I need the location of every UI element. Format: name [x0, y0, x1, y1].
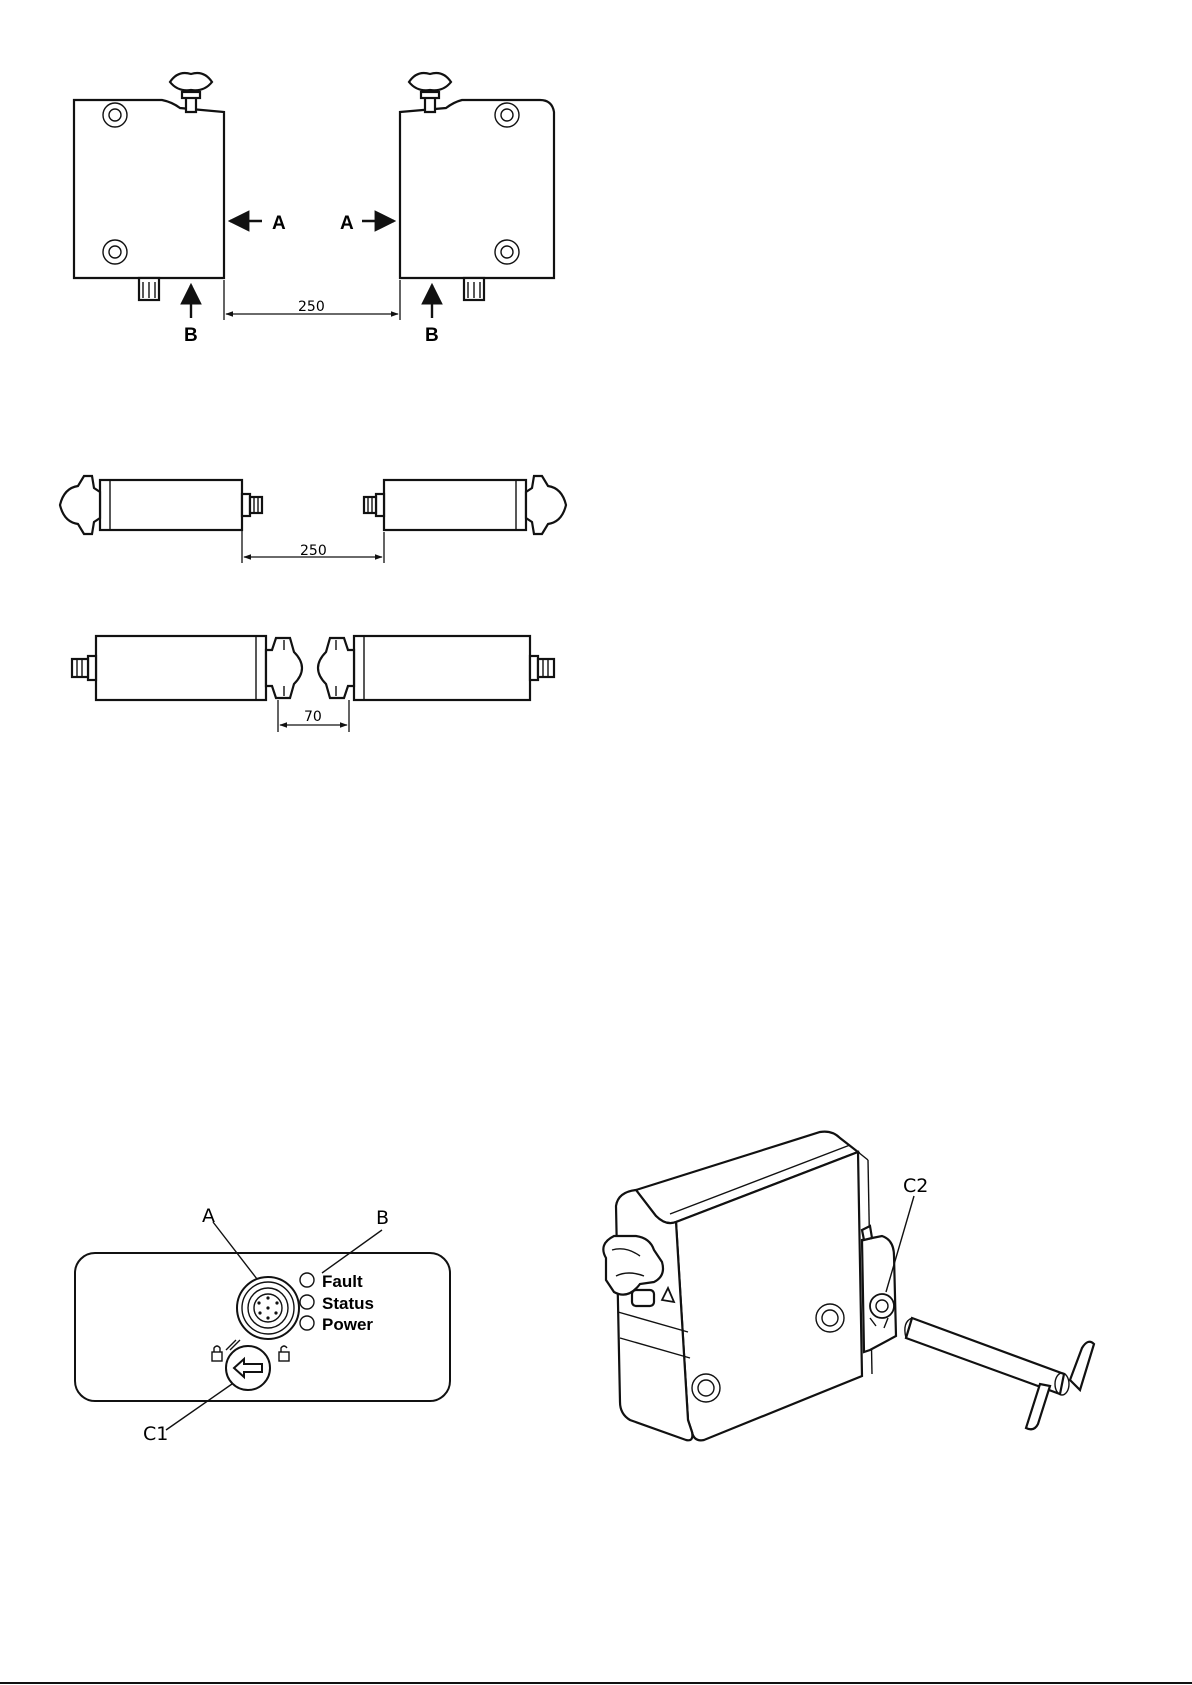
label-a-right: A	[340, 213, 354, 234]
dimension-250-top: 250	[242, 517, 384, 563]
led-status-label: Status	[322, 1294, 374, 1313]
label-b-right: B	[425, 325, 439, 346]
label-a-left: A	[272, 213, 286, 234]
led-power-label: Power	[322, 1315, 373, 1334]
t-key	[905, 1318, 1094, 1429]
top-view-70-drawing: 70	[72, 636, 554, 732]
top-view-250-drawing: 250	[60, 476, 566, 563]
callout-c1: C1	[143, 1423, 168, 1445]
right-actuator-front	[400, 73, 554, 300]
left-actuator-front	[74, 73, 224, 300]
dimension-70: 70	[278, 700, 349, 732]
right-actuator-top-2	[318, 636, 554, 700]
dimension-250-front: 250	[224, 280, 400, 320]
dimension-250-top-label: 250	[300, 543, 327, 559]
led-fault-label: Fault	[322, 1272, 363, 1291]
front-panel-drawing: Fault Status Power A B C1	[75, 1205, 450, 1445]
right-actuator-top	[364, 476, 566, 534]
left-actuator-top-2	[72, 636, 302, 700]
left-actuator-top	[60, 476, 262, 534]
callout-b: B	[376, 1207, 389, 1229]
dimension-250-label: 250	[298, 299, 325, 315]
callout-c2: C2	[903, 1175, 928, 1197]
front-view-drawing: A A B B 250	[74, 73, 554, 346]
dimension-70-label: 70	[304, 709, 322, 725]
callout-a: A	[202, 1205, 215, 1227]
isometric-view-drawing: C2	[603, 1132, 1094, 1441]
label-b-left: B	[184, 325, 198, 346]
